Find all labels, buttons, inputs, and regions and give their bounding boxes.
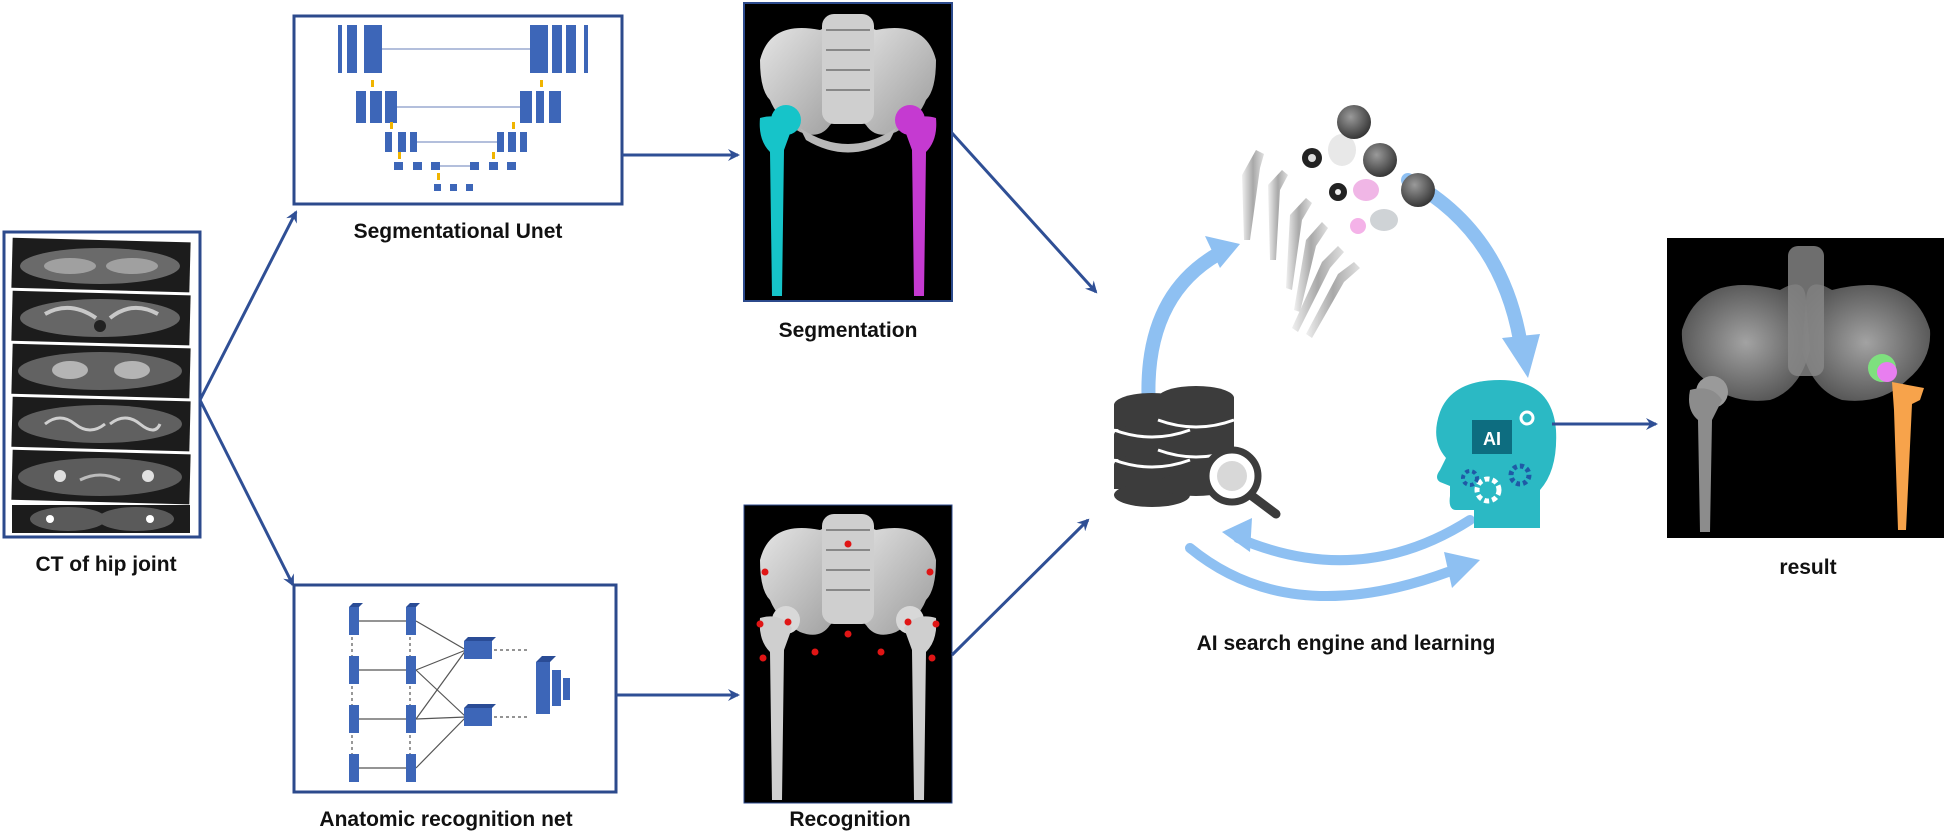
ct-slice [11,449,191,505]
segmentation-caption: Segmentation [779,319,918,342]
recognition-image: Recognition [743,504,953,831]
anatomic-caption: Anatomic recognition net [319,808,572,831]
cycle-arrow-db-to-ai [1185,543,1453,602]
ct-slice [12,505,190,533]
unet-caption: Segmentational Unet [354,220,563,243]
implant-head-pink [1877,362,1897,382]
ct-slice [11,343,191,399]
implant-catalog [1242,105,1435,338]
result-image: result [1667,238,1944,579]
ai-head-icon: AI [1436,380,1557,528]
implant-stem [1892,382,1924,530]
ct-slice [11,237,191,293]
segmented-left-femur [759,116,792,296]
anatomic-box [292,583,618,794]
ai-chip-label: AI [1483,429,1501,449]
ct-stack: CT of hip joint [2,230,202,576]
landmark-points [756,540,940,662]
ct-slice [11,290,191,346]
ct-slice [11,396,191,452]
unet-panel: Segmentational Unet [292,14,624,243]
cycle-arrow-ai-to-db [1233,515,1475,566]
ai-engine-caption: AI search engine and learning [1197,632,1496,655]
recognition-caption: Recognition [789,808,910,831]
database-search-icon [1113,386,1281,519]
segmented-right-femur [904,116,937,296]
anatomic-panel: Anatomic recognition net [292,583,618,831]
arrow-ct-to-anatomic [198,399,295,587]
arrow-segmentation-to-engine [950,131,1098,294]
arrow-ct-to-unet [198,210,298,401]
segmentation-image: Segmentation [743,2,953,342]
arrow-recognition-to-engine [950,518,1090,657]
ct-caption: CT of hip joint [35,553,176,576]
cycle-arrow-db-to-implants [1141,247,1225,427]
ai-engine-cycle: AI AI search engine and learning [1113,105,1557,655]
result-caption: result [1779,556,1836,579]
